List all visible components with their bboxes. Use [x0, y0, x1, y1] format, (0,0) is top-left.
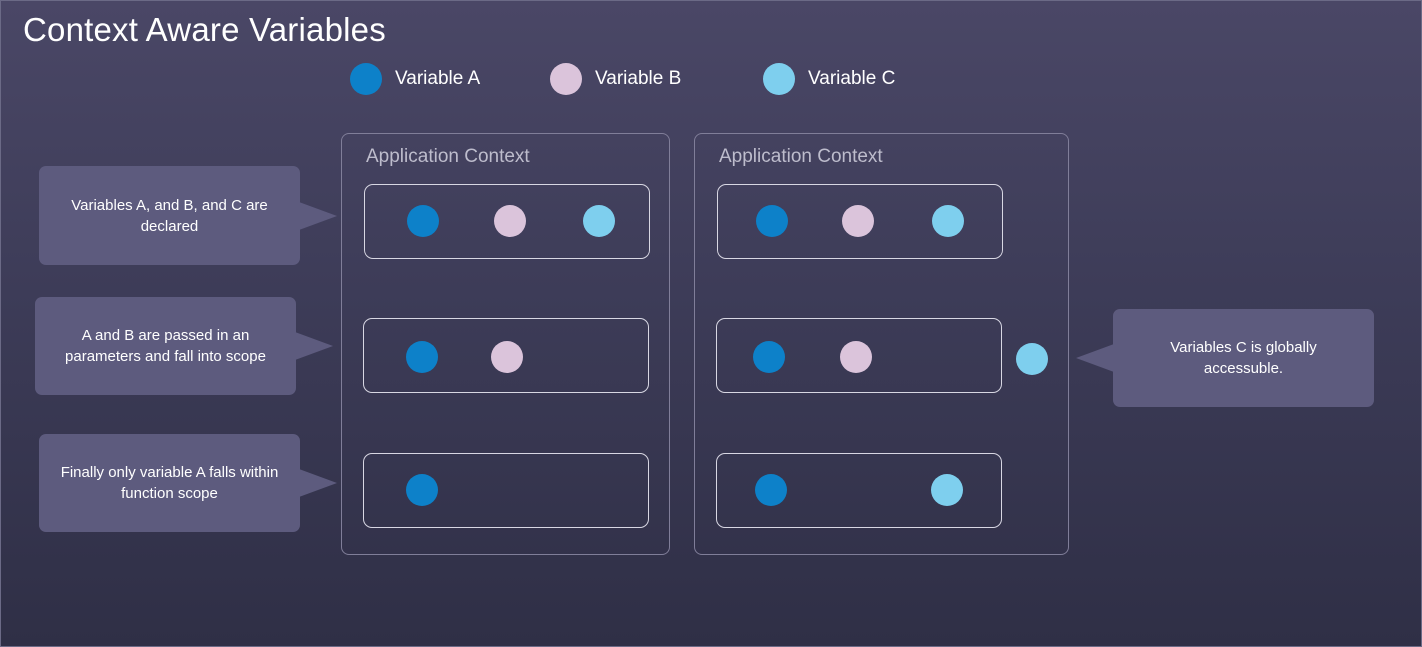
global-variable-c-dot — [1016, 343, 1048, 375]
variable-b-dot — [842, 205, 874, 237]
callout-global: Variables C is globally accessuble. — [1076, 309, 1374, 407]
diagram-title: Context Aware Variables — [23, 11, 386, 48]
panel-title: Application Context — [719, 146, 883, 167]
variable-b-swatch — [550, 63, 582, 95]
scope-2 — [716, 318, 1002, 393]
legend-label: Variable B — [595, 68, 682, 89]
variable-a-dot — [755, 474, 787, 506]
callout-pointer — [295, 332, 333, 360]
legend-variable-b: Variable B — [550, 62, 681, 96]
variable-b-dot — [840, 341, 872, 373]
scope-2 — [363, 318, 649, 393]
variable-c-dot — [931, 474, 963, 506]
scope-3 — [716, 453, 1002, 528]
legend-label: Variable A — [395, 68, 481, 89]
legend-label: Variable C — [808, 68, 896, 89]
callout-text: Variables C is globally accessuble. — [1170, 339, 1317, 377]
legend-variable-c: Variable C — [763, 62, 895, 96]
variable-a-swatch — [350, 63, 382, 95]
callout-function-scope: Finally only variable A falls within fun… — [39, 434, 337, 532]
callout-pointer — [299, 201, 337, 230]
callout-text: Variables A, and B, and C are declared — [71, 196, 268, 235]
callout-text: Finally only variable A falls within fun… — [60, 464, 279, 502]
legend-variable-a: Variable A — [350, 62, 480, 96]
variable-b-dot — [491, 341, 523, 373]
variable-c-dot — [932, 205, 964, 237]
callout-declared: Variables A, and B, and C are declared — [39, 166, 337, 265]
scope-3 — [363, 453, 649, 528]
variable-a-dot — [406, 341, 438, 373]
scope-1 — [717, 184, 1003, 259]
panel-title: Application Context — [366, 146, 530, 167]
variable-b-dot — [494, 205, 526, 237]
variable-a-dot — [406, 474, 438, 506]
variable-a-dot — [407, 205, 439, 237]
application-context-panel-2: Application Context — [694, 133, 1069, 555]
variable-c-dot — [583, 205, 615, 237]
variable-a-dot — [756, 205, 788, 237]
variable-a-dot — [753, 341, 785, 373]
scope-1 — [364, 184, 650, 259]
callout-text: A and B are passed in an parameters and … — [65, 327, 266, 365]
variable-c-swatch — [763, 63, 795, 95]
callout-pointer — [299, 469, 337, 497]
callout-passed: A and B are passed in an parameters and … — [35, 297, 333, 395]
callout-pointer — [1076, 344, 1114, 372]
application-context-panel-1: Application Context — [341, 133, 670, 555]
